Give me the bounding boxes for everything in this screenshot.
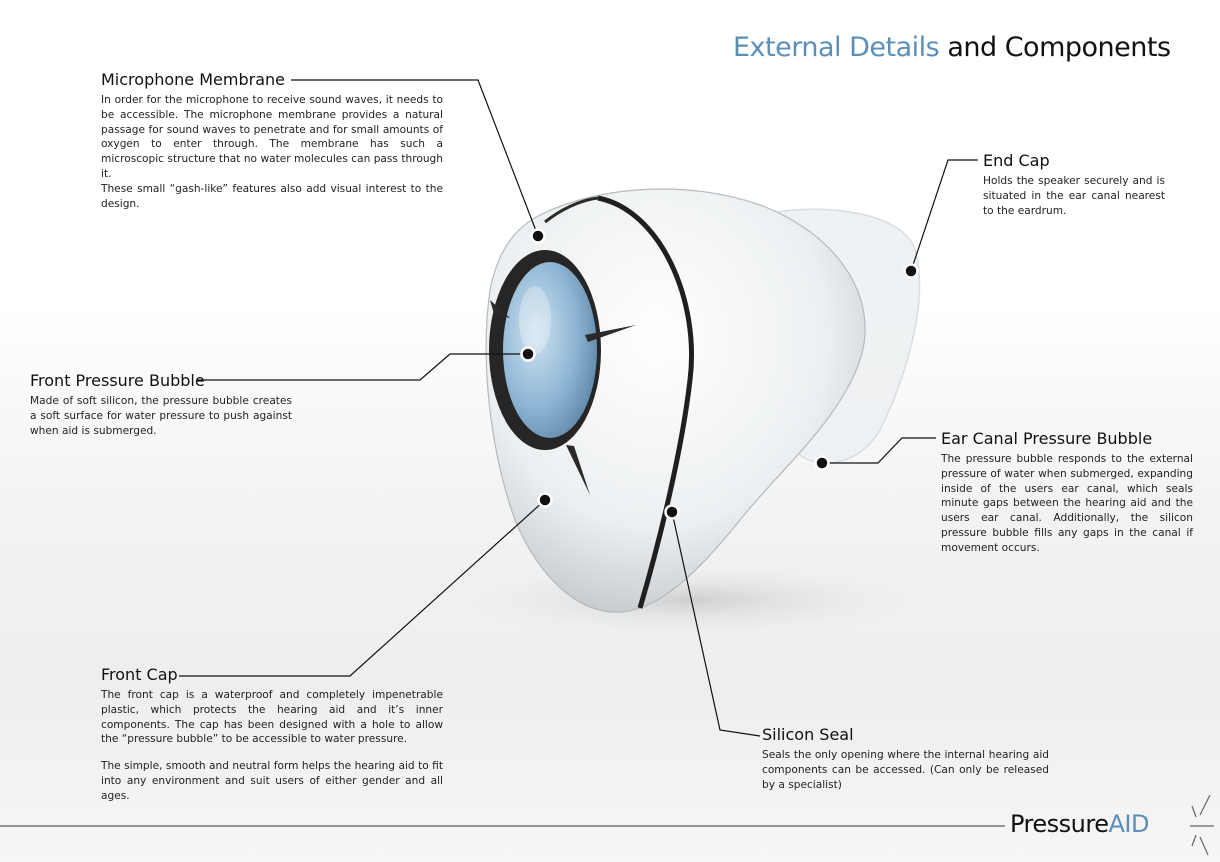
leader-front-bubble [197,353,528,381]
callout-front-cap: Front Cap The front cap is a waterproof … [101,665,443,804]
silicon-seal-line [597,195,694,609]
callout-text: The front cap is a waterproof and comple… [101,689,443,746]
marker-ear-canal [814,455,830,471]
callout-end-cap: End Cap Holds the speaker securely and i… [983,151,1165,218]
brand-sparkle-icon [1190,794,1214,856]
marker-microphone [530,228,546,244]
page-title: External Details and Components [733,32,1203,63]
membrane-gash-lower [566,445,590,495]
title-dark: and Components [947,32,1171,63]
lens-highlight [519,286,551,354]
callout-text-2: The simple, smooth and neutral form help… [101,760,443,802]
membrane-gash-mid [585,325,636,342]
callout-text: Seals the only opening where the interna… [762,749,1049,791]
callout-text-2: These small “gash-like” features also ad… [101,182,443,210]
callout-front-pressure-bubble: Front Pressure Bubble Made of soft silic… [30,371,292,438]
callout-text: In order for the microphone to receive s… [101,94,443,180]
callout-title: Ear Canal Pressure Bubble [941,429,1153,448]
marker-end-cap [903,263,919,279]
marker-silicon-seal [664,504,680,520]
leader-silicon-seal [671,511,761,737]
callout-ear-canal-pressure-bubble: Ear Canal Pressure Bubble The pressure b… [941,429,1193,556]
callout-microphone-membrane: Microphone Membrane In order for the mic… [101,70,443,211]
leader-end-cap [910,159,978,272]
leader-ear-canal [822,437,936,464]
callout-silicon-seal: Silicon Seal Seals the only opening wher… [762,725,1049,792]
callout-title: Front Cap [101,665,178,684]
callout-text: The pressure bubble responds to the exte… [941,453,1193,554]
callout-text: Made of soft silicon, the pressure bubbl… [30,395,292,437]
brand-dark: Pressure [1010,810,1109,838]
leader-front-cap [179,499,546,677]
membrane-gash-upper [544,196,599,224]
title-light: External Details [733,32,940,63]
marker-front-bubble [520,346,536,362]
callout-title: Silicon Seal [762,725,854,744]
callout-title: Front Pressure Bubble [30,371,205,390]
membrane-gash-left [490,300,510,318]
callout-title: Microphone Membrane [101,70,285,89]
front-bubble-lens [503,262,597,438]
brand-logo: PressureAID [1010,810,1149,838]
marker-front-cap [537,492,553,508]
callout-title: End Cap [983,151,1050,170]
brand-light: AID [1108,810,1149,838]
callout-text: Holds the speaker securely and is situat… [983,175,1165,217]
leader-microphone [291,79,539,237]
